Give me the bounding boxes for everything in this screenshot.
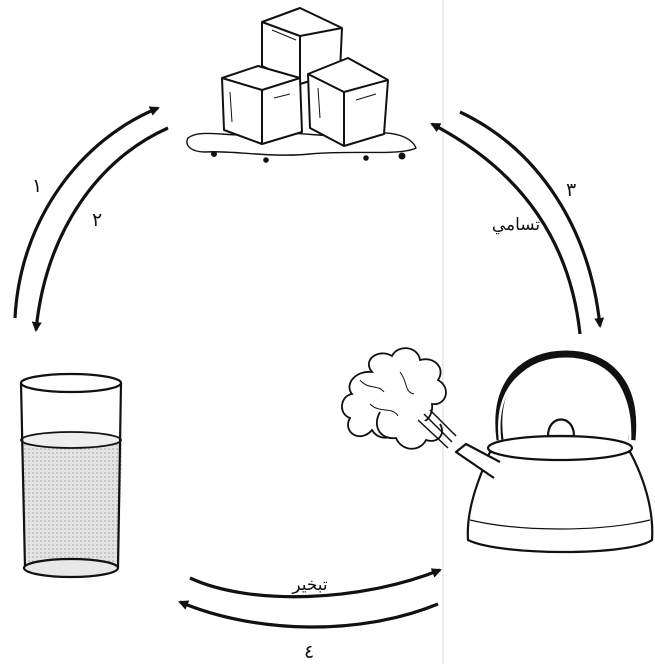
- arrow-sublimation: [430, 122, 582, 335]
- glass-walls: [19, 382, 123, 569]
- kettle-handle-inner: [498, 358, 632, 441]
- arrow-1-freezing: [13, 106, 160, 319]
- kettle-spout: [454, 442, 501, 479]
- kettle-handle: [495, 350, 637, 441]
- water-surface: [20, 431, 122, 449]
- ice-cube-left: [221, 65, 303, 145]
- label-evaporation: تبخير: [291, 575, 328, 595]
- ice-cube-right: [307, 57, 389, 147]
- glass-base: [22, 557, 120, 579]
- label-sublimation: تسامي: [492, 215, 541, 235]
- arrow-2-melting: [31, 126, 169, 332]
- label-arrow-3: ٣: [566, 179, 576, 201]
- kettle-lid: [486, 434, 634, 462]
- label-arrow-4: ٤: [304, 641, 314, 663]
- kettle-knob: [546, 418, 576, 438]
- water-glass-icon: [19, 372, 123, 579]
- ice-puddle: [186, 132, 417, 156]
- arrow-evaporation: [189, 568, 442, 599]
- water-fill: [21, 434, 122, 576]
- kettle-icon: [454, 350, 654, 554]
- label-arrow-1: ١: [32, 175, 42, 197]
- arrow-3-to-gas: [459, 110, 605, 328]
- glass-rim: [19, 372, 123, 394]
- label-arrow-2: ٢: [92, 209, 102, 231]
- steam-cloud-icon: [341, 347, 457, 450]
- ice-cubes-icon: [186, 7, 417, 163]
- arrow-4-condensation: [178, 600, 439, 629]
